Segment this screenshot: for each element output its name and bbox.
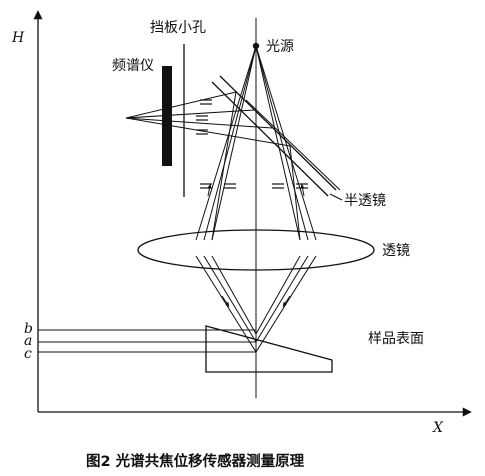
rays-incident: [195, 45, 317, 241]
ray-outer-left-upper: [195, 45, 257, 241]
sample-surface-label: 样品表面: [368, 331, 424, 347]
pinhole-baffle: 挡板小孔: [150, 20, 206, 197]
ray-outer-right-upper: [255, 45, 317, 241]
lens-shape: [137, 229, 375, 271]
sample: 样品表面: [205, 325, 424, 373]
ray-mid-left-lower: [203, 255, 257, 343]
reflected-ray-7: [289, 145, 301, 241]
ray-mid-right-upper: [255, 45, 309, 241]
height-label-b: b: [24, 321, 33, 337]
rays-reflected: [125, 91, 341, 241]
beam-splitter-label: 半透镜: [344, 193, 386, 209]
spectrometer-label: 频谱仪: [112, 58, 154, 74]
ray-inner-right-upper: [255, 45, 301, 241]
figure-caption: 图2 光谱共焦位移传感器测量原理: [86, 452, 305, 470]
beam-splitter-edge-1: [211, 81, 329, 197]
ray-inner-right-lower: [255, 255, 301, 335]
pinhole-label: 挡板小孔: [150, 20, 206, 36]
light-source: 光源: [252, 39, 294, 55]
wavefront-ticks: [196, 99, 308, 189]
ray-mid-right-lower: [255, 255, 309, 343]
arrow-left-down: [221, 295, 230, 308]
reflected-ray-3: [125, 117, 273, 129]
height-marks: b a c: [24, 321, 256, 362]
x-axis-label: X: [432, 420, 444, 436]
lens: 透镜: [137, 229, 410, 271]
beam-splitter: 半透镜: [211, 75, 386, 209]
reflected-ray-5: [245, 99, 341, 191]
spectrometer-detector: [162, 66, 172, 166]
beam-splitter-leader: [329, 193, 343, 201]
light-source-label: 光源: [266, 39, 294, 55]
lens-label: 透镜: [382, 243, 410, 259]
ray-mid-left-upper: [203, 45, 257, 241]
spectrometer: 频谱仪: [112, 58, 172, 166]
height-label-a: a: [24, 333, 32, 349]
axes: H X: [11, 10, 472, 436]
height-label-c: c: [24, 346, 32, 362]
ray-inner-left-lower: [211, 255, 257, 335]
ray-inner-left-upper: [211, 45, 257, 241]
sample-wedge: [205, 325, 333, 373]
y-axis-label: H: [11, 30, 25, 46]
arrow-right-down: [282, 295, 291, 308]
beam-splitter-edge-2: [219, 75, 337, 191]
reflected-ray-4: [125, 117, 291, 147]
reflected-ray-6: [211, 91, 237, 241]
reflected-ray-1: [125, 91, 237, 119]
